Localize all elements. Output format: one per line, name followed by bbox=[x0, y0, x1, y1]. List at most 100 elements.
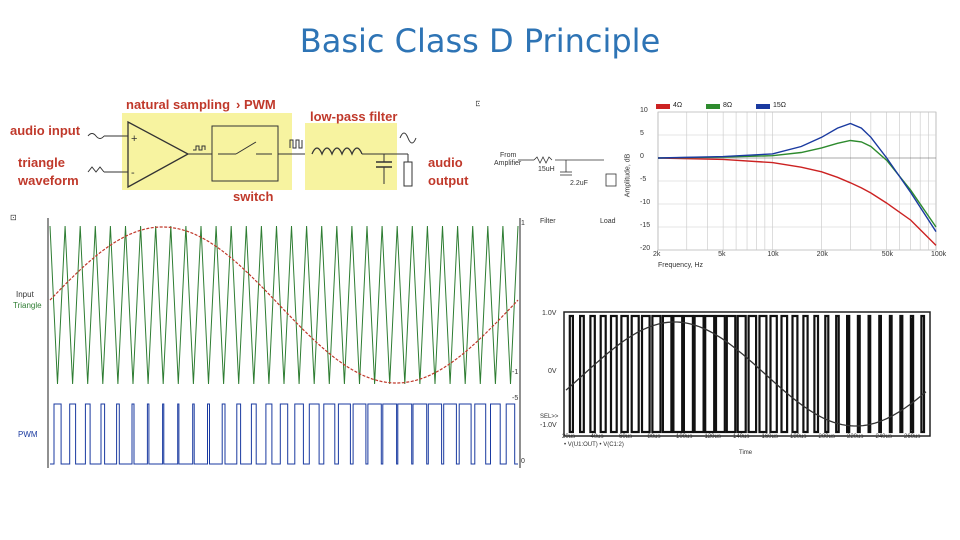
scope-pwm-pulse bbox=[846, 314, 851, 434]
scope-pwm-pulse bbox=[693, 314, 705, 434]
scope-time-tick: 160us bbox=[761, 434, 778, 440]
scope-pwm-pulse bbox=[791, 314, 799, 434]
block-diagram: + - ⊡ natural sampling › PWM audio input… bbox=[0, 92, 482, 217]
freq-x-tick: 2k bbox=[653, 251, 661, 258]
scope-pwm-pulse bbox=[878, 314, 882, 434]
freq-y-tick: -15 bbox=[640, 222, 651, 229]
freq-legend-label: 8Ω bbox=[723, 102, 733, 109]
scope-pwm-pulse bbox=[758, 314, 768, 434]
scope-pwm-pulse bbox=[589, 314, 596, 434]
low-pass-filter-label: low-pass filter bbox=[310, 109, 398, 124]
scope-pwm-pulse bbox=[899, 314, 904, 434]
triangle-label: triangle bbox=[18, 155, 65, 170]
freq-legend-label: 4Ω bbox=[673, 102, 683, 109]
audio-output-label-1: audio bbox=[428, 155, 463, 170]
freq-x-tick: 50k bbox=[881, 251, 894, 258]
amplifier-label: Amplifier bbox=[494, 160, 522, 167]
scope-pwm-pulse bbox=[856, 314, 861, 434]
audio-input-label: audio input bbox=[10, 123, 81, 138]
input-sine-wave bbox=[49, 226, 519, 384]
natural-sampling-label: natural sampling bbox=[126, 97, 231, 112]
capacitor-value: 2.2uF bbox=[570, 180, 588, 187]
scope-pwm-pulse bbox=[725, 314, 737, 434]
inductor-value: 15uH bbox=[538, 166, 555, 173]
scope-time-tick: 40us bbox=[590, 434, 604, 440]
freq-xlabel: Frequency, Hz bbox=[658, 262, 703, 269]
page-title: Basic Class D Principle bbox=[299, 22, 661, 60]
scope-pwm-pulse bbox=[867, 314, 872, 434]
scope-label-mid: 0V bbox=[548, 368, 557, 375]
scope-svg bbox=[563, 311, 931, 437]
scope-time-tick: 140us bbox=[733, 434, 750, 440]
freq-y-tick: -10 bbox=[640, 199, 651, 206]
scope-time-tick: 60us bbox=[619, 434, 633, 440]
scope-pwm-pulse bbox=[682, 314, 694, 434]
scope-pwm-pulse bbox=[824, 314, 830, 434]
scope-pwm-pulse bbox=[920, 314, 926, 434]
freq-x-tick: 20k bbox=[816, 251, 828, 258]
scope-pwm-pulse bbox=[661, 314, 673, 434]
from-label: From bbox=[500, 152, 517, 159]
scope-legend: • V(U1:OUT) • V(C1:2) bbox=[564, 442, 624, 448]
switch-label: switch bbox=[233, 189, 274, 204]
freq-series-line bbox=[657, 139, 937, 228]
scope-pwm-pulse bbox=[736, 314, 747, 434]
load-caption: Load bbox=[600, 218, 616, 225]
scope-time-tick: 200us bbox=[818, 434, 835, 440]
freq-legend-swatch bbox=[756, 104, 770, 109]
scope-pwm-pulse bbox=[835, 314, 840, 434]
pwm-wave bbox=[50, 403, 518, 465]
freq-legend-swatch bbox=[656, 104, 670, 109]
scope-pwm-pulse bbox=[909, 314, 915, 434]
filter-schematic: From Amplifier 15uH 2.2uF Filter Load bbox=[494, 138, 624, 230]
freq-y-tick: -20 bbox=[640, 245, 651, 252]
audio-output-label-2: output bbox=[428, 173, 469, 188]
freq-x-tick: 100k bbox=[931, 251, 947, 258]
scope-pwm-pulse bbox=[651, 314, 662, 434]
scope-time-tick: 240us bbox=[875, 434, 892, 440]
freq-y-tick: 10 bbox=[640, 107, 648, 114]
scope-time-tick: 260us bbox=[904, 434, 921, 440]
scope-pwm-pulse bbox=[620, 314, 629, 434]
scope-time-tick: 180us bbox=[790, 434, 807, 440]
scope-time-tick: 100us bbox=[676, 434, 693, 440]
freq-y-tick: -5 bbox=[640, 176, 647, 183]
svg-text:-: - bbox=[131, 167, 135, 179]
freq-y-tick: 0 bbox=[640, 153, 644, 160]
waveform-plot: ⊡ Input Triangle PWM 1 -1 -5 0 bbox=[10, 212, 530, 470]
freq-legend-swatch bbox=[706, 104, 720, 109]
freq-series-line bbox=[657, 122, 937, 232]
freq-legend-label: 15Ω bbox=[773, 102, 787, 109]
scope-pwm-pulse bbox=[747, 314, 758, 434]
svg-text:+: + bbox=[131, 133, 137, 145]
triangle-wave bbox=[49, 225, 519, 385]
scope-pwm-pulse bbox=[640, 314, 651, 434]
scope-pwm-pulse bbox=[802, 314, 809, 434]
wave-tick-top: 1 bbox=[521, 220, 525, 227]
block-diagram-drawing: + - ⊡ bbox=[87, 99, 482, 190]
wave-tick-bottom: 0 bbox=[521, 458, 525, 465]
wave-tick-low: -5 bbox=[512, 395, 519, 402]
waveform-svg: ⊡ bbox=[10, 213, 521, 468]
waveform-label: waveform bbox=[18, 173, 79, 188]
scope-pwm-pulse bbox=[780, 314, 789, 434]
freq-x-tick: 5k bbox=[718, 251, 726, 258]
scope-pwm-pulse bbox=[888, 314, 893, 434]
scope-pwm-pulse bbox=[630, 314, 640, 434]
input-label: Input bbox=[16, 290, 34, 299]
scope-time-tick: 120us bbox=[704, 434, 721, 440]
scope-time-tick: 80us bbox=[647, 434, 661, 440]
scope-xlabel: Time bbox=[739, 450, 753, 456]
scope-pwm-pulse bbox=[769, 314, 778, 434]
scope-pwm-pulse bbox=[704, 314, 716, 434]
freq-ylabel: Amplitude, dB bbox=[624, 153, 632, 198]
freq-series-line bbox=[657, 157, 937, 246]
pwm-label: › PWM bbox=[236, 97, 276, 112]
freq-x-tick: 10k bbox=[767, 251, 779, 258]
triangle-wave-label: Triangle bbox=[13, 301, 42, 310]
scope-time-tick: 220us bbox=[847, 434, 864, 440]
scope-label-bot1: SEL>> bbox=[540, 414, 559, 420]
pwm-label-text: PWM bbox=[243, 97, 276, 112]
